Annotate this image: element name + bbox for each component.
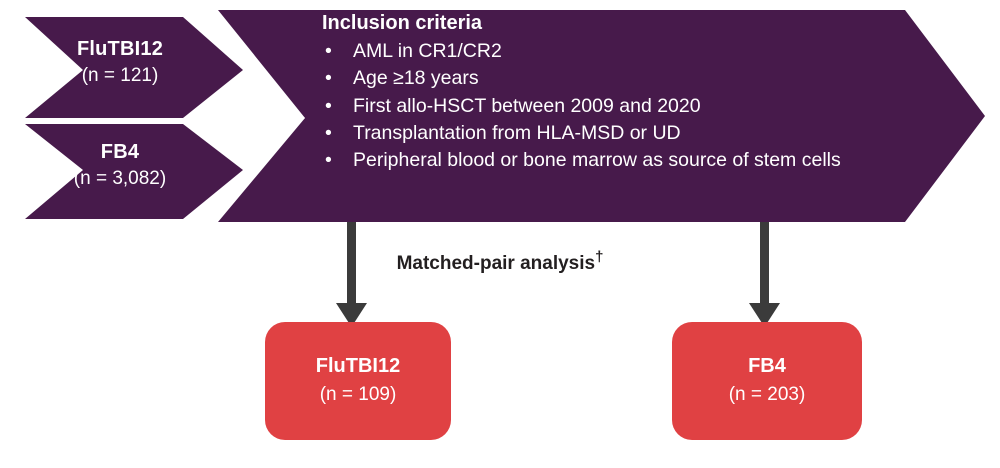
result-count-fb4: (n = 203) <box>728 384 806 405</box>
result-box-flutbi12 <box>265 322 451 440</box>
result-box-fb4-label: FB4 (n = 203) <box>672 355 862 406</box>
result-name-flutbi12: FluTBI12 <box>315 355 401 377</box>
matched-pair-analysis-text: Matched-pair analysis <box>396 253 596 274</box>
cohort-chevron-flutbi12-tip <box>183 17 243 118</box>
cohort-count-fb4: (n = 3,082) <box>73 168 167 189</box>
inclusion-arrow-shape <box>218 10 985 222</box>
list-item: • Peripheral blood or bone marrow as sou… <box>322 149 913 172</box>
bullet-icon: • <box>325 149 332 172</box>
list-item-label: Age ≥18 years <box>353 67 479 90</box>
bullet-icon: • <box>325 40 332 62</box>
cohort-chevron-fb4-tip <box>183 124 243 219</box>
cohort-chevron-flutbi12-label: FluTBI12 (n = 121) <box>10 39 230 85</box>
result-name-fb4: FB4 <box>748 355 786 377</box>
list-item: • Age ≥18 years <box>322 67 902 90</box>
footnote-dagger: † <box>595 248 604 266</box>
result-box-fb4 <box>672 322 862 440</box>
list-item-label: Peripheral blood or bone marrow as sourc… <box>353 149 841 172</box>
cohort-name-fb4: FB4 <box>100 141 140 163</box>
inclusion-criteria-list: • AML in CR1/CR2 • Age ≥18 years • First… <box>322 40 902 177</box>
result-count-flutbi12: (n = 109) <box>319 384 397 405</box>
cohort-count-flutbi12: (n = 121) <box>81 65 159 86</box>
connector-arrow-left <box>336 222 367 327</box>
list-item-label: First allo-HSCT between 2009 and 2020 <box>353 94 701 117</box>
list-item-label: AML in CR1/CR2 <box>353 40 502 62</box>
list-item: • Transplantation from HLA-MSD or UD <box>322 122 902 145</box>
bullet-icon: • <box>325 121 332 144</box>
list-item: • First allo-HSCT between 2009 and 2020 <box>322 95 902 118</box>
bullet-icon: • <box>325 67 332 90</box>
bullet-icon: • <box>325 94 332 117</box>
cohort-chevron-fb4-label: FB4 (n = 3,082) <box>10 142 230 188</box>
list-item: • AML in CR1/CR2 <box>322 40 902 63</box>
connector-arrow-right <box>749 222 780 327</box>
cohort-name-flutbi12: FluTBI12 <box>76 38 164 60</box>
result-box-flutbi12-label: FluTBI12 (n = 109) <box>265 355 451 406</box>
list-item-label: Transplantation from HLA-MSD or UD <box>353 121 681 144</box>
matched-pair-analysis-label: Matched-pair analysis† <box>0 250 1000 275</box>
chevron-gap-separator <box>25 119 200 124</box>
inclusion-criteria-heading: Inclusion criteria <box>322 12 483 34</box>
